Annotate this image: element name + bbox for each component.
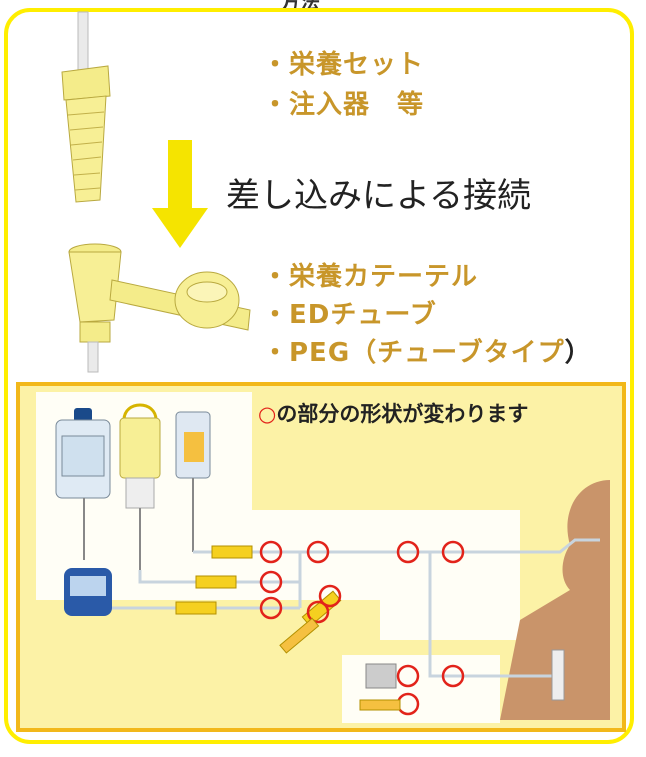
lower-label-peg: ・PEG（チューブタイプ） bbox=[262, 332, 592, 369]
male-connector-icon bbox=[61, 65, 111, 203]
panel-note: ○の部分の形状が変わります bbox=[258, 398, 528, 428]
marker-circle bbox=[259, 540, 283, 564]
marker-circle bbox=[259, 570, 283, 594]
panel-note-text: の部分の形状が変わります bbox=[276, 402, 529, 426]
marker-circle bbox=[441, 540, 465, 564]
upper-label-syringe: ・注入器 等 bbox=[262, 90, 425, 120]
female-connector-icon bbox=[68, 243, 251, 343]
marker-circle bbox=[259, 596, 283, 620]
marker-circle bbox=[441, 664, 465, 688]
feeding-bag-icon bbox=[55, 408, 111, 560]
syringe-icon bbox=[279, 617, 320, 654]
marker-circle bbox=[306, 600, 330, 624]
upper-label-feeding-set: ・栄養セット bbox=[262, 50, 425, 80]
down-arrow-icon bbox=[152, 140, 208, 248]
lower-label-peg-close: ） bbox=[564, 338, 592, 368]
connector-markers bbox=[175, 545, 342, 627]
lower-label-ed-tube: ・EDチューブ bbox=[262, 300, 437, 330]
red-circle-symbol: ○ bbox=[258, 402, 277, 426]
feeding-pump-icon bbox=[64, 568, 112, 616]
marker-circle bbox=[318, 584, 342, 608]
marker-circle bbox=[396, 540, 420, 564]
connection-label: 差し込みによる接続 bbox=[226, 176, 531, 216]
change-marker-circles bbox=[259, 540, 465, 716]
lower-tube bbox=[87, 341, 99, 373]
marker-circle bbox=[306, 540, 330, 564]
medicine-pack-icon bbox=[365, 663, 397, 689]
feeding-bottle-icon bbox=[119, 403, 161, 570]
peg-device-icon bbox=[551, 649, 565, 701]
syringe-small-icon bbox=[359, 699, 401, 711]
lower-label-catheter: ・栄養カテーテル bbox=[262, 262, 479, 292]
marker-circle bbox=[396, 664, 420, 688]
feeding-pouch-icon bbox=[175, 411, 211, 552]
lower-label-peg-text: ・PEG（チューブタイプ bbox=[262, 338, 565, 368]
